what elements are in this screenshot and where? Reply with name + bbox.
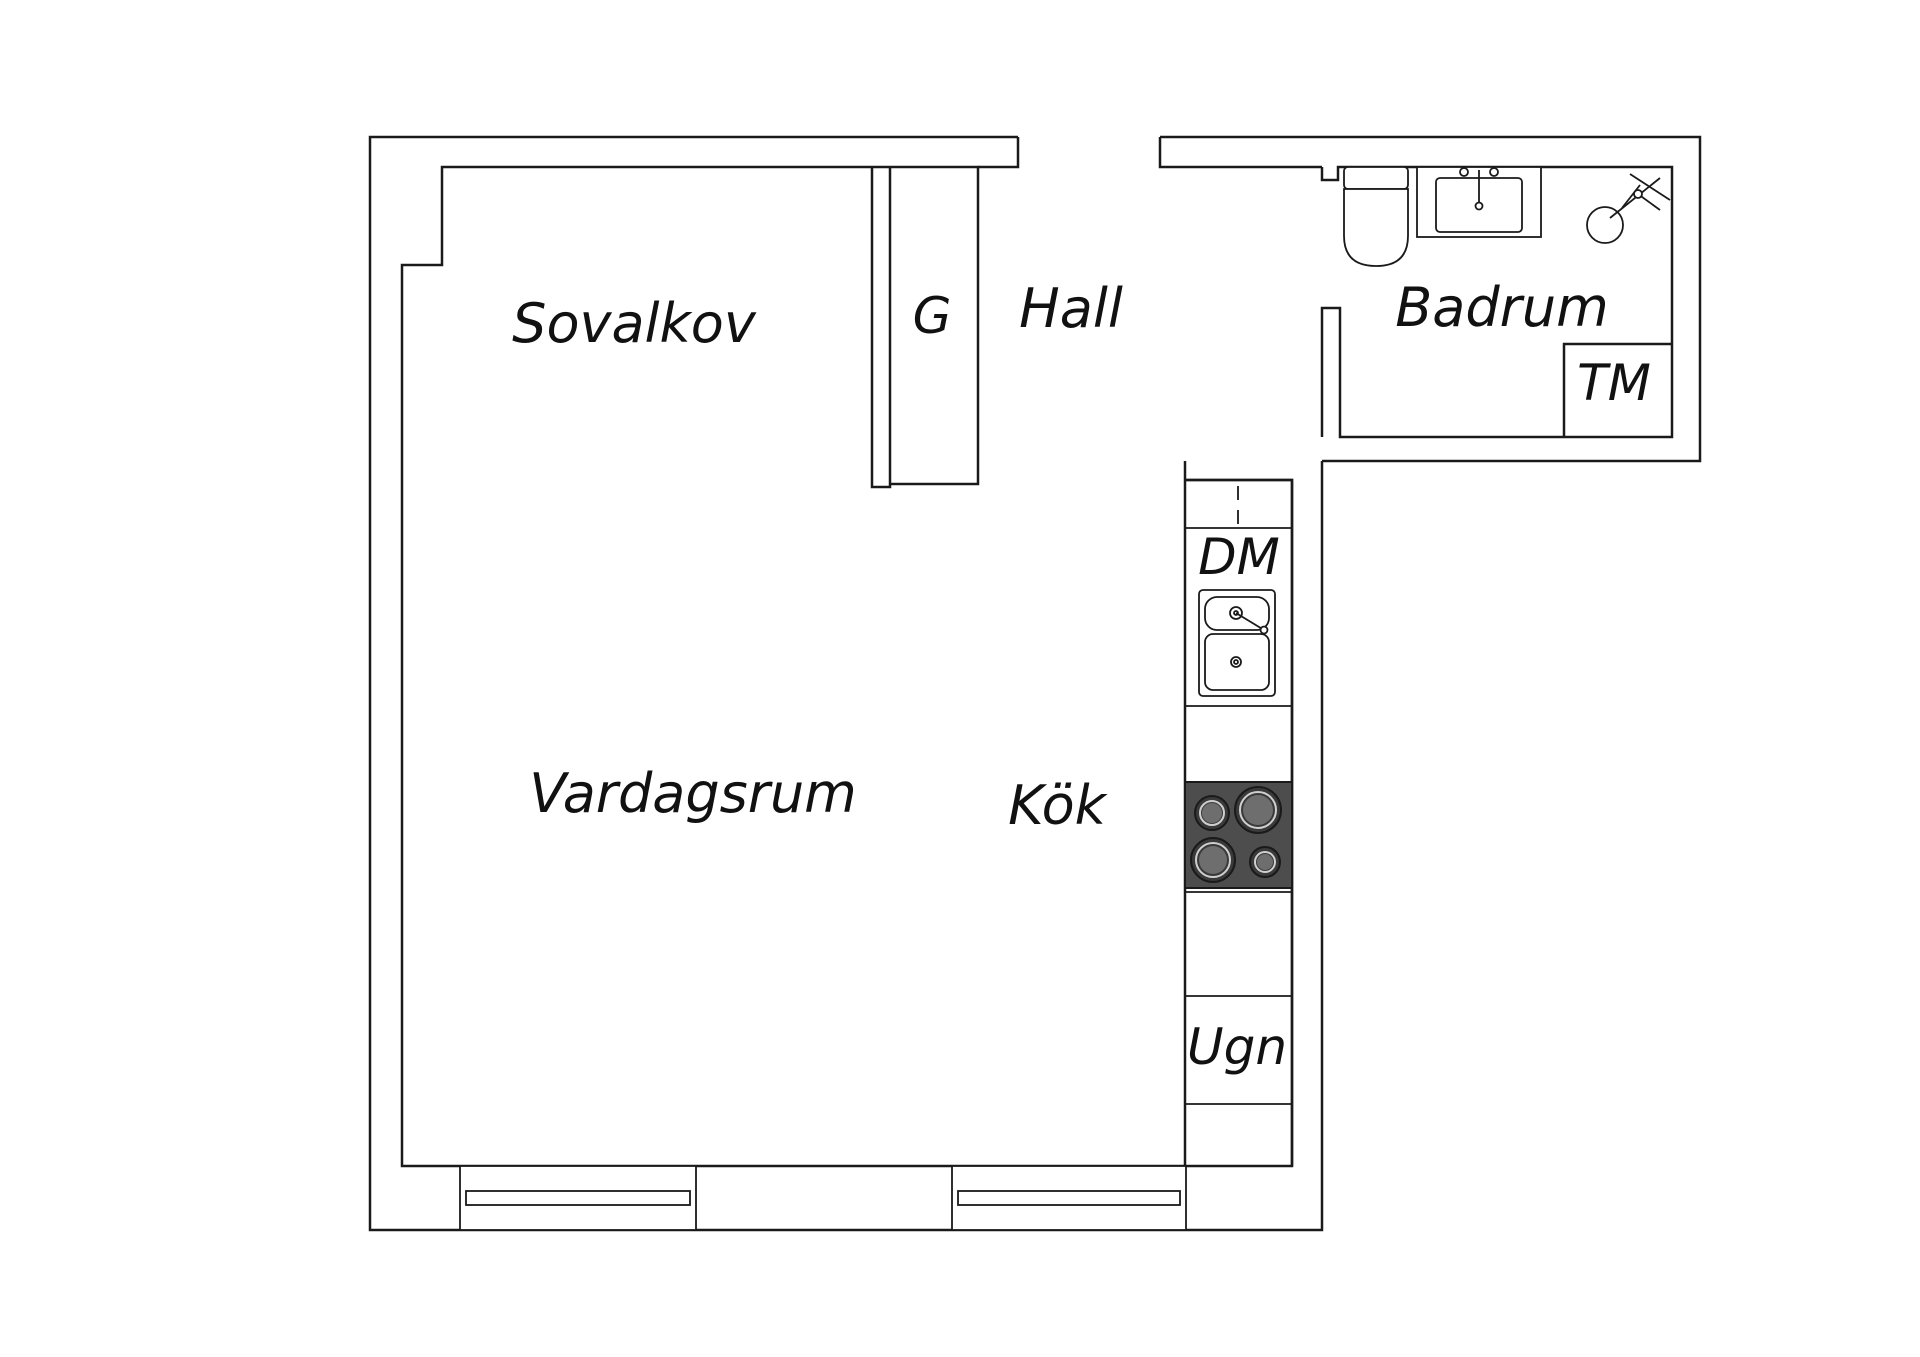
room-label-garderob: G bbox=[913, 287, 952, 345]
room-label-hall: Hall bbox=[1019, 277, 1123, 340]
partition-wall-sovalkov bbox=[870, 167, 892, 489]
room-label-dm: DM bbox=[1198, 528, 1280, 586]
room-label-kok: Kök bbox=[1008, 774, 1109, 837]
wardrobe-g bbox=[890, 165, 980, 486]
room-label-tm: TM bbox=[1577, 354, 1651, 412]
bathroom-sink-icon bbox=[1416, 166, 1542, 238]
kitchen-sink-icon bbox=[1198, 589, 1276, 697]
room-label-vardagsrum: Vardagsrum bbox=[529, 762, 857, 825]
toilet-icon bbox=[1343, 166, 1409, 267]
hob-icon bbox=[1184, 781, 1293, 889]
shower-icon bbox=[1586, 173, 1671, 244]
window-left bbox=[459, 1165, 697, 1231]
room-label-ugn: Ugn bbox=[1187, 1018, 1287, 1076]
bathroom-walls bbox=[1320, 165, 1674, 439]
room-label-badrum: Badrum bbox=[1395, 276, 1608, 339]
room-label-sovalkov: Sovalkov bbox=[512, 292, 757, 355]
window-right bbox=[951, 1165, 1187, 1231]
